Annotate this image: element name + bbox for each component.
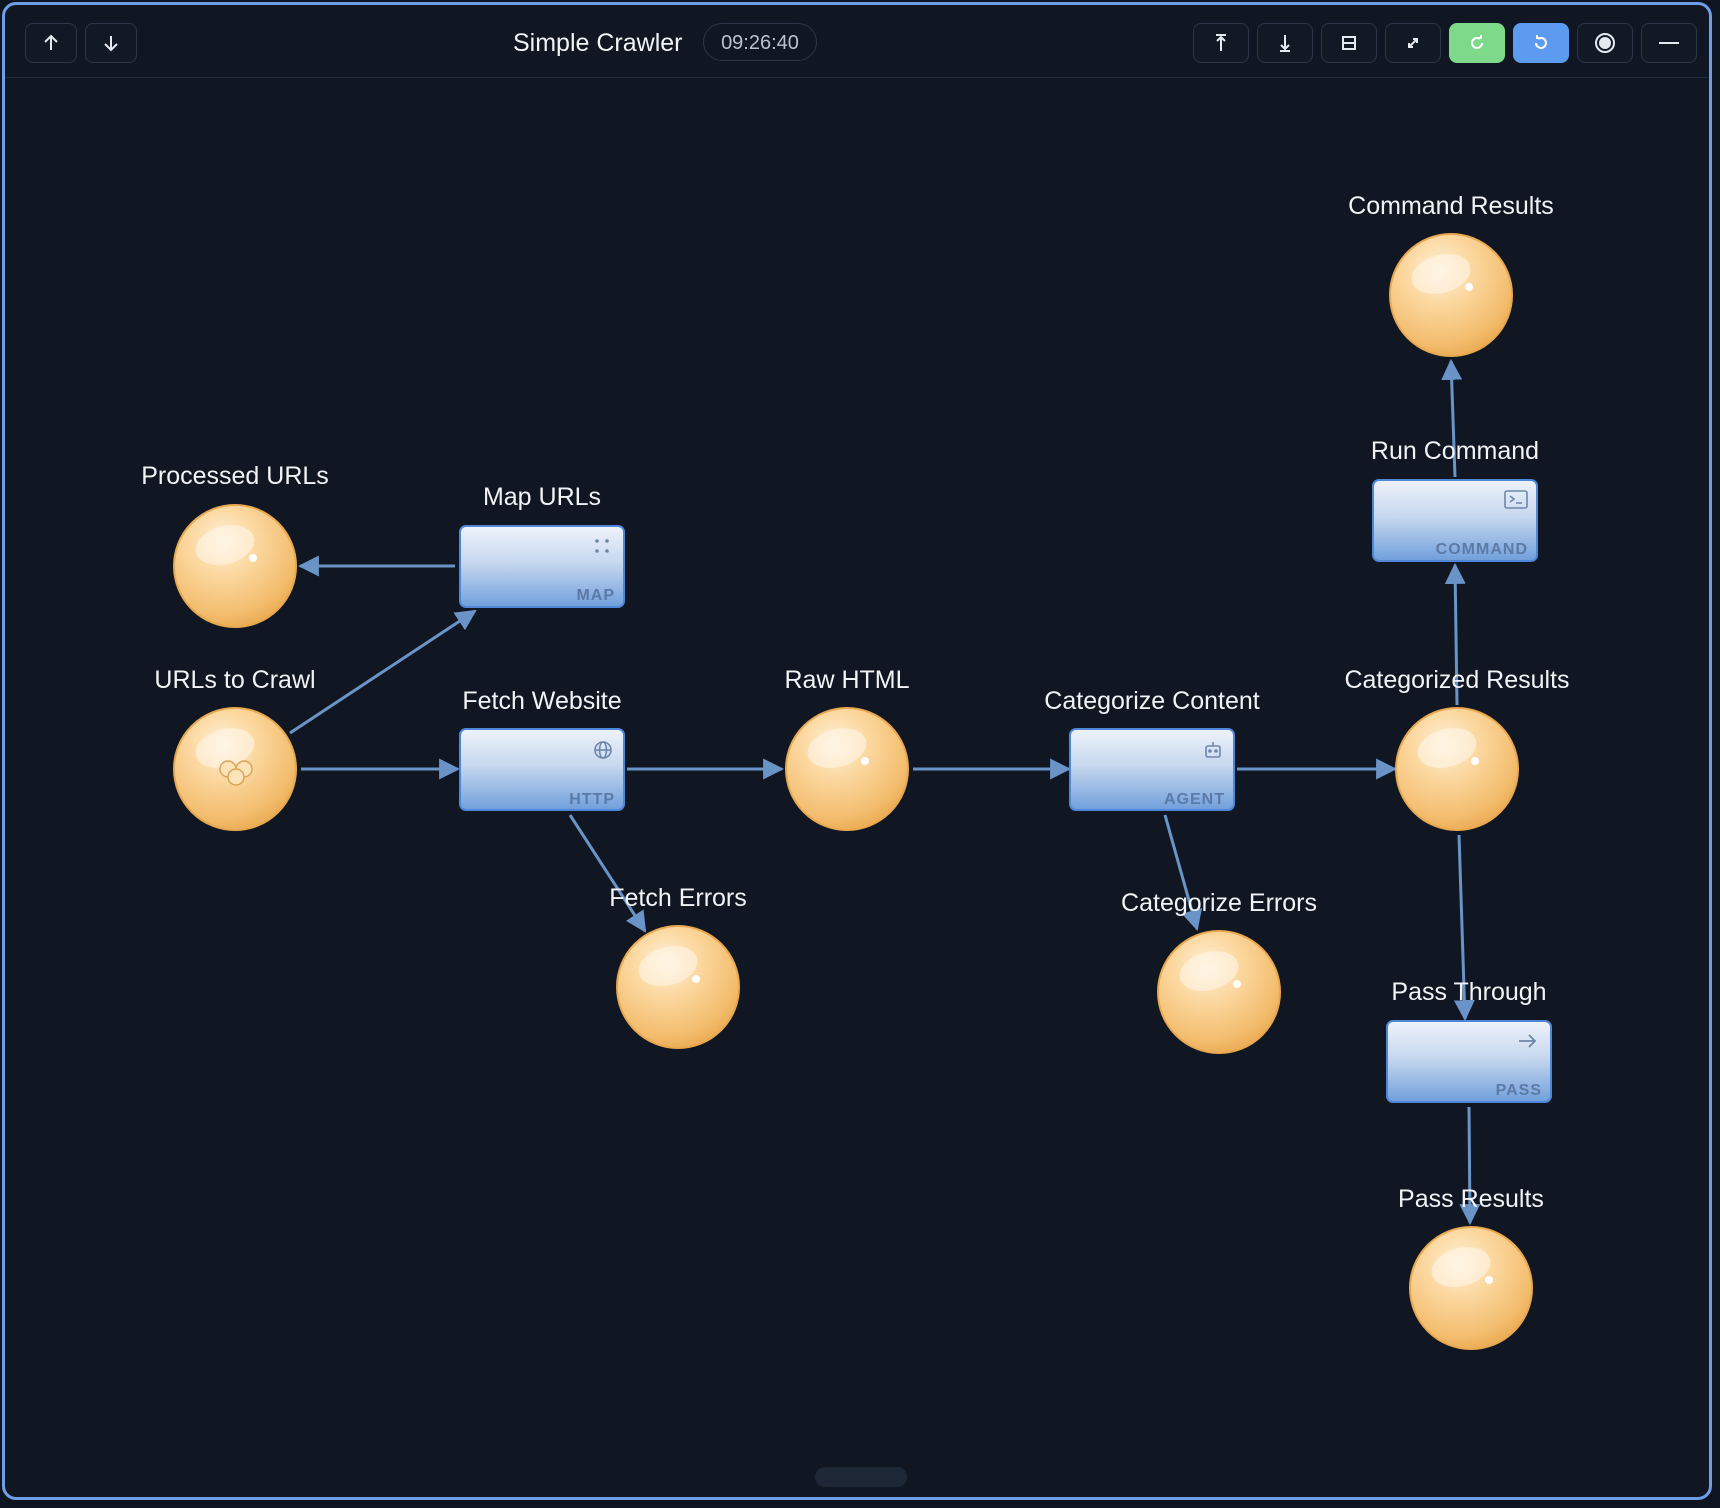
place-processed-urls[interactable]: Processed URLs: [141, 462, 329, 628]
place-command-results[interactable]: Command Results: [1348, 192, 1554, 357]
transition-tag: HTTP: [569, 791, 615, 808]
token-place: [1395, 707, 1519, 831]
expand-icon: [1408, 38, 1418, 48]
arrow-up-icon: [44, 34, 58, 50]
place-label: URLs to Crawl: [154, 666, 315, 694]
token-place: [785, 707, 909, 831]
transition-label: Run Command: [1371, 437, 1539, 465]
arrow-right-icon: [1519, 1034, 1537, 1048]
globe-icon: [594, 741, 612, 759]
import-icon: [1280, 35, 1290, 52]
token-place: [173, 504, 297, 628]
arrow-down-button[interactable]: [85, 23, 137, 63]
arrow-down-icon: [104, 36, 118, 52]
reset-button[interactable]: [1513, 23, 1569, 63]
token-place: [1157, 930, 1281, 1054]
export-button[interactable]: [1193, 23, 1249, 63]
export-icon: [1216, 34, 1226, 51]
import-button[interactable]: [1257, 23, 1313, 63]
record-button[interactable]: [1577, 23, 1633, 63]
arc-cmd-cmdres: [1441, 358, 1463, 478]
arc-cat-caterr: [1163, 814, 1203, 932]
layout-icon: [1342, 36, 1356, 50]
workflow-canvas[interactable]: Processed URLs URLs to Crawl Raw HTML Fe…: [5, 5, 1712, 1500]
layout-button[interactable]: [1321, 23, 1377, 63]
transition-tag: MAP: [576, 587, 615, 604]
place-categorized-results[interactable]: Categorized Results: [1344, 666, 1570, 831]
token-place: [1409, 1226, 1533, 1350]
reset-icon: [1535, 35, 1547, 49]
robot-icon: [1205, 742, 1221, 758]
transition-label: Map URLs: [483, 483, 601, 511]
place-pass-results[interactable]: Pass Results: [1398, 1185, 1544, 1350]
place-label: Fetch Errors: [609, 884, 747, 912]
record-icon: [1595, 33, 1615, 53]
transition-label: Fetch Website: [462, 687, 621, 715]
transition-tag: COMMAND: [1436, 541, 1528, 558]
arc-group: [289, 358, 1481, 1226]
transition-tag: AGENT: [1164, 791, 1225, 808]
token-place: [1389, 233, 1513, 357]
place-label: Pass Results: [1398, 1185, 1544, 1213]
transition-tag: PASS: [1496, 1082, 1542, 1099]
transition-map-urls[interactable]: Map URLs MAP: [459, 483, 625, 608]
transition-fetch-website[interactable]: Fetch Website HTTP: [459, 687, 625, 811]
token-dots-icon: [219, 760, 253, 786]
refresh-button[interactable]: [1449, 23, 1505, 63]
place-label: Processed URLs: [141, 462, 329, 490]
place-label: Command Results: [1348, 192, 1554, 220]
transition-categorize-content[interactable]: Categorize Content AGENT: [1044, 687, 1260, 811]
minimize-button[interactable]: [1641, 23, 1697, 63]
arc-pass-passres: [1459, 1106, 1481, 1226]
place-categorize-errors[interactable]: Categorize Errors: [1121, 889, 1317, 1054]
transition-run-command[interactable]: Run Command COMMAND: [1371, 437, 1539, 562]
page-title: Simple Crawler: [513, 29, 683, 57]
place-fetch-errors[interactable]: Fetch Errors: [609, 884, 747, 1049]
resize-handle[interactable]: [815, 1467, 907, 1487]
arc-fetch-fetcherr: [568, 814, 647, 933]
dots-icon: [595, 539, 609, 553]
place-urls-to-crawl[interactable]: URLs to Crawl: [154, 666, 316, 831]
place-label: Raw HTML: [784, 666, 909, 694]
title-bar: Simple Crawler 09:26:40: [5, 5, 1709, 78]
expand-button[interactable]: [1385, 23, 1441, 63]
arc-categorized-cmd: [1444, 562, 1466, 706]
terminal-icon: [1504, 490, 1528, 509]
transition-label: Categorize Content: [1044, 687, 1259, 715]
arrow-up-button[interactable]: [25, 23, 77, 63]
place-raw-html[interactable]: Raw HTML: [784, 666, 910, 831]
refresh-icon: [1471, 35, 1483, 49]
place-label: Categorize Errors: [1121, 889, 1317, 917]
minimize-icon: [1659, 42, 1679, 44]
token-place: [616, 925, 740, 1049]
transition-label: Pass Through: [1391, 978, 1546, 1006]
arc-urls-map: [289, 609, 477, 735]
transition-pass-through[interactable]: Pass Through PASS: [1386, 978, 1552, 1103]
place-label: Categorized Results: [1344, 666, 1569, 694]
clock-badge: 09:26:40: [703, 23, 817, 61]
arc-categorized-pass: [1453, 834, 1475, 1022]
